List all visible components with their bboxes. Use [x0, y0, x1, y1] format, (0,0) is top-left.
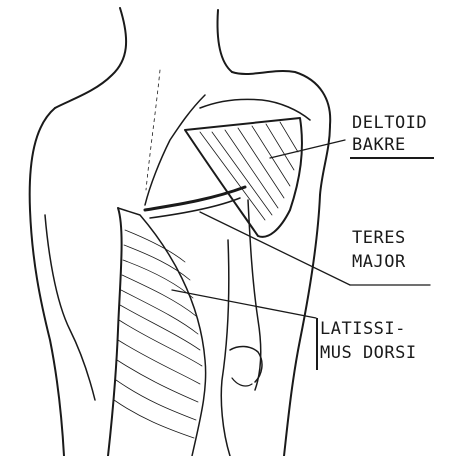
hatch-line [118, 340, 200, 384]
hatch-line [114, 400, 194, 438]
shoulder-top-outline [232, 71, 330, 195]
torso-inner-outline [45, 215, 95, 400]
leader-teres [200, 212, 350, 285]
label-latissimus-line1: LATISSI- [320, 318, 406, 340]
hatch-line [117, 360, 198, 402]
label-latissimus-bracket [316, 318, 318, 370]
hatch-line [225, 130, 278, 208]
label-teres-line1: TERES [352, 227, 406, 249]
arm-right-outline [284, 195, 320, 456]
scapula-edge [145, 95, 205, 205]
hatch-line [280, 122, 298, 152]
neck-right-outline [218, 10, 232, 72]
hatch-line [116, 380, 196, 420]
hatch-line [266, 124, 294, 170]
neck-outline [55, 8, 126, 108]
arm-inner-outline [248, 200, 261, 390]
latissimus-outline [108, 208, 122, 456]
label-deltoid-line2: BAKRE [352, 134, 406, 156]
spine-hint [146, 70, 160, 190]
label-deltoid-line1: DELTOID [352, 112, 427, 134]
label-teres-line2: MAJOR [352, 251, 406, 273]
acromion-outline [200, 99, 310, 120]
torso-left-outline [30, 108, 64, 456]
hatch-line [252, 126, 290, 186]
hatch-line [212, 132, 272, 215]
arm-inner-outline-2 [221, 240, 230, 456]
label-latissimus-line2: MUS DORSI [320, 342, 417, 364]
elbow-outline [230, 346, 262, 382]
elbow-detail [232, 378, 252, 386]
label-deltoid-underline [350, 157, 434, 159]
teres-major-border [145, 187, 245, 210]
